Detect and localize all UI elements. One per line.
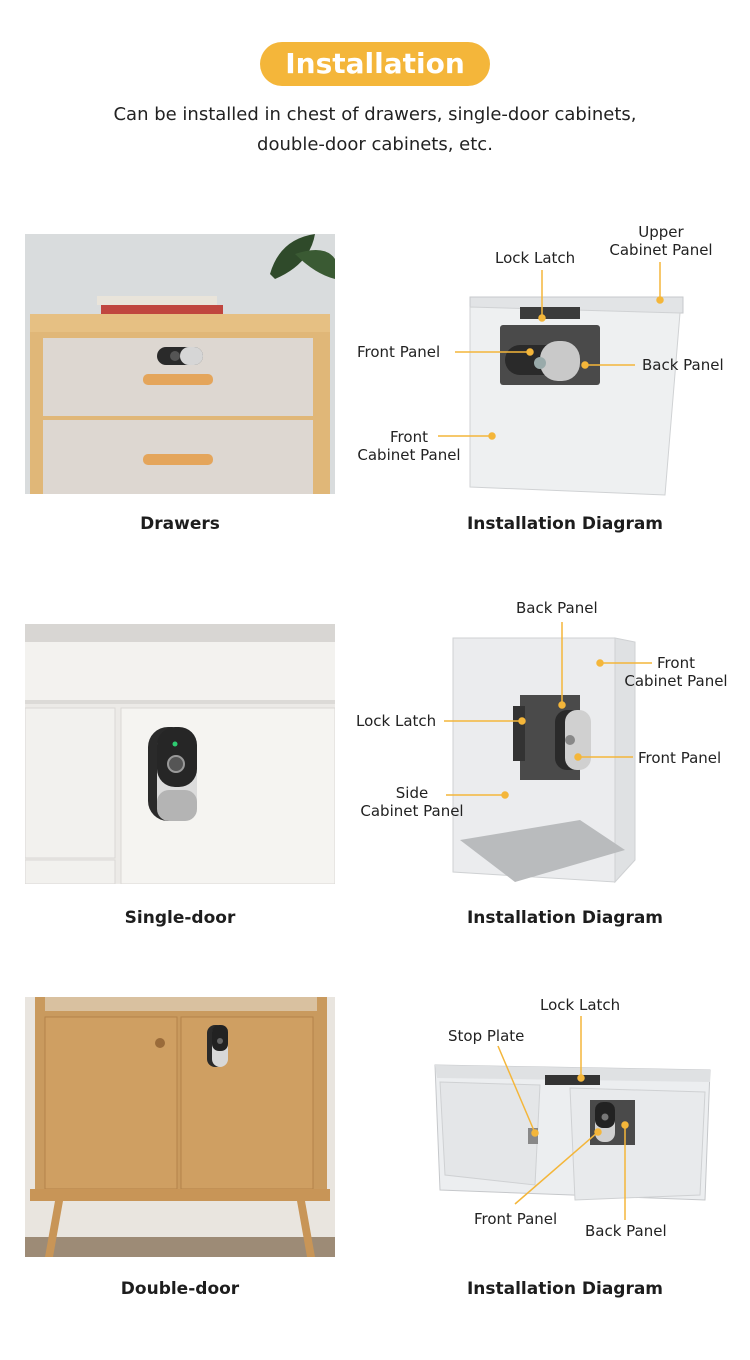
label-side-cabinet-panel-1: Side xyxy=(395,784,429,802)
drawers-diagram xyxy=(345,215,745,505)
label-front-cabinet-panel-2-2: Cabinet Panel xyxy=(624,672,728,690)
label-back-panel: Back Panel xyxy=(642,356,724,374)
label-back-panel-3: Back Panel xyxy=(585,1222,667,1240)
caption-diagram-drawers: Installation Diagram xyxy=(466,514,664,534)
label-front-cabinet-panel-2-1: Front xyxy=(657,654,695,672)
caption-double-door: Double-door xyxy=(120,1279,240,1299)
label-front-cabinet-panel-2: Cabinet Panel xyxy=(357,446,461,464)
label-upper-cabinet-panel-2: Cabinet Panel xyxy=(609,241,713,259)
label-front-panel-3: Front Panel xyxy=(474,1210,558,1228)
label-lock-latch: Lock Latch xyxy=(495,249,576,267)
single-door-leader-lines xyxy=(444,622,652,799)
label-lock-latch-3: Lock Latch xyxy=(540,996,621,1014)
section-title-badge: Installation xyxy=(260,42,490,86)
label-front-panel: Front Panel xyxy=(357,343,441,361)
label-back-panel-2: Back Panel xyxy=(516,599,598,617)
double-door-photo xyxy=(25,997,335,1257)
caption-drawers: Drawers xyxy=(140,514,220,534)
subtitle-line-2: double-door cabinets, etc. xyxy=(257,134,493,155)
label-upper-cabinet-panel-1: Upper xyxy=(638,223,684,241)
label-stop-plate: Stop Plate xyxy=(448,1027,525,1045)
caption-single-door: Single-door xyxy=(124,908,236,928)
single-door-diagram xyxy=(345,620,745,900)
double-door-leader-lines xyxy=(497,1016,629,1220)
single-door-photo xyxy=(25,624,335,884)
subtitle-line-1: Can be installed in chest of drawers, si… xyxy=(113,104,637,125)
drawers-photo xyxy=(25,234,335,494)
label-front-panel-2: Front Panel xyxy=(638,749,722,767)
caption-diagram-single-door: Installation Diagram xyxy=(466,908,664,928)
caption-diagram-double-door: Installation Diagram xyxy=(466,1279,664,1299)
label-front-cabinet-panel-1: Front xyxy=(390,428,428,446)
drawers-leader-lines xyxy=(438,262,664,440)
label-lock-latch-2: Lock Latch xyxy=(356,712,437,730)
double-door-diagram xyxy=(345,1000,745,1270)
label-side-cabinet-panel-2: Cabinet Panel xyxy=(360,802,464,820)
